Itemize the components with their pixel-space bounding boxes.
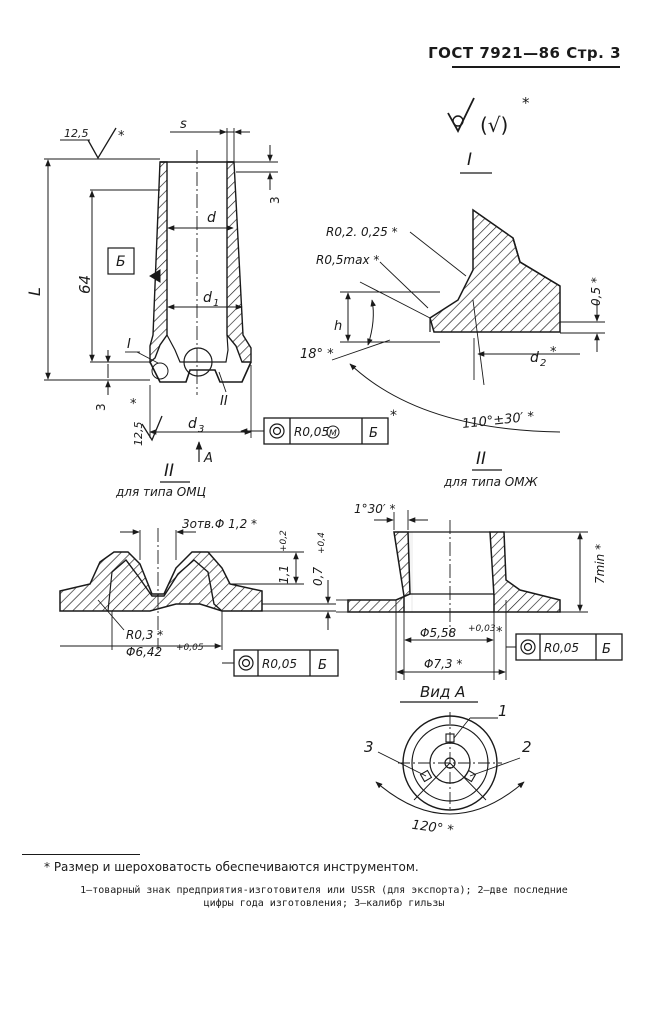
- footnote-legend-line2: цифры года изготовления; 3—калибр гильзы: [203, 898, 445, 909]
- footnote-main: * Размер и шероховатость обеспечиваются …: [44, 860, 419, 874]
- left-wall: [149, 161, 168, 364]
- detail-II-omc-tol-datum: Б: [318, 658, 327, 673]
- detail-II-omzh-tol-value: R0,05: [544, 641, 579, 655]
- detail-I-h: h: [334, 319, 342, 334]
- detail-II-omc-tol11: +0,2: [279, 530, 289, 552]
- roughness-alt: (√): [480, 113, 508, 137]
- detail-II-omzh-angle: 1°30′ *: [354, 502, 395, 516]
- roughness-bottom-star: *: [130, 397, 137, 412]
- standard-number: ГОСТ 7921—86: [428, 44, 561, 62]
- dim-L: L: [25, 287, 44, 296]
- detail-II-omc-dim11: 1,1: [277, 565, 291, 584]
- dim-3-bottom: 3: [94, 403, 108, 411]
- detail-II-omzh-dia-inner-star: *: [496, 625, 503, 640]
- detail-II-omc-holes: 3отв.Φ 1,2 *: [182, 517, 257, 531]
- roughness-top-value: 12,5: [64, 127, 89, 140]
- view-arrow-label: A: [203, 451, 213, 466]
- footnote-rule: [22, 854, 140, 855]
- tol-main-modifier: M: [329, 429, 337, 439]
- datum-box: Б: [107, 247, 135, 275]
- roughness-top-star: *: [118, 129, 125, 144]
- detail-I-d2: d: [530, 350, 539, 366]
- view-a-angle: 120° *: [411, 818, 455, 839]
- view-a-label-2: 2: [522, 738, 532, 756]
- detail-I-r02: R0,2. 0,25 *: [326, 225, 398, 239]
- dim-3-top: 3: [268, 196, 282, 204]
- roughness-symbol: (√) *: [447, 94, 530, 137]
- page-number: Стр. 3: [566, 44, 621, 62]
- view-a-label-3: 3: [364, 738, 374, 756]
- roughness-star: *: [522, 94, 530, 112]
- detail-II-omzh-tol-datum: Б: [602, 642, 611, 657]
- detail-II-omzh-title: II: [476, 449, 486, 469]
- dim-d3: d: [188, 416, 197, 432]
- detail-II-omzh-subtitle: для типа ОМЖ: [443, 475, 539, 489]
- detail-II-omc-dia-tol: +0,05: [176, 643, 204, 653]
- view-a-title: Вид А: [420, 683, 465, 701]
- footnote-legend-line1: 1—товарный знак предприятия-изготовителя…: [80, 885, 568, 896]
- detail-II-omc-dia: Φ6,42: [126, 645, 162, 659]
- detail-I-r05max: R0,5max *: [316, 253, 379, 267]
- roughness-bottom-value: 12,5: [132, 422, 145, 447]
- detail-I-d2-star: *: [550, 345, 557, 360]
- detail-I-title: I: [467, 150, 472, 170]
- detail-II-omc-dim07: 0,7: [311, 567, 325, 586]
- header-underline: [452, 66, 620, 68]
- detail-I-dim-05: 0,5 *: [589, 277, 603, 306]
- view-a-label-1: 1: [498, 702, 508, 720]
- detail-II-omzh: [336, 510, 623, 680]
- right-wall: [226, 161, 252, 363]
- dim-d3-sub: 3: [198, 424, 204, 435]
- detail-I-110deg: 110°±30′ *: [461, 409, 535, 432]
- page-header: ГОСТ 7921—86 Стр. 3: [428, 44, 621, 62]
- view-a: [375, 712, 525, 815]
- detail-II-omzh-7min: 7min *: [593, 544, 607, 584]
- main-view: [44, 127, 389, 462]
- dim-d1: d: [203, 290, 212, 306]
- detail-I-d2-sub: 2: [540, 358, 546, 369]
- detail-II-omzh-dia-inner-tol: +0,03: [468, 624, 496, 634]
- dim-64: 64: [76, 275, 94, 294]
- dim-s: s: [180, 117, 187, 132]
- detail-II-omc-r03: R0,3 *: [126, 628, 163, 642]
- footnote-legend: 1—товарный знак предприятия-изготовителя…: [24, 884, 624, 910]
- datum-letter: Б: [116, 254, 126, 270]
- detail-II-omzh-dia-inner: Φ5,58: [420, 626, 457, 640]
- detail-II-omc-subtitle: для типа ОМЦ: [115, 485, 206, 499]
- leader-II: II: [220, 394, 228, 409]
- tol-main-datum: Б: [369, 426, 378, 441]
- leader-I: I: [127, 337, 131, 352]
- dim-d1-sub: 1: [213, 298, 219, 309]
- detail-II-omc-title: II: [164, 461, 174, 481]
- dim-d: d: [207, 210, 216, 226]
- tol-main-value: R0,05: [294, 425, 329, 439]
- detail-II-omc: [59, 528, 339, 677]
- tol-main-star: *: [390, 408, 397, 424]
- detail-II-omc-tol07: +0,4: [317, 532, 327, 554]
- detail-I: [331, 208, 605, 433]
- detail-I-18deg: 18° *: [300, 347, 334, 362]
- detail-II-omc-tol-value: R0,05: [262, 657, 297, 671]
- detail-II-omzh-dia-outer: Φ7,3 *: [424, 657, 462, 671]
